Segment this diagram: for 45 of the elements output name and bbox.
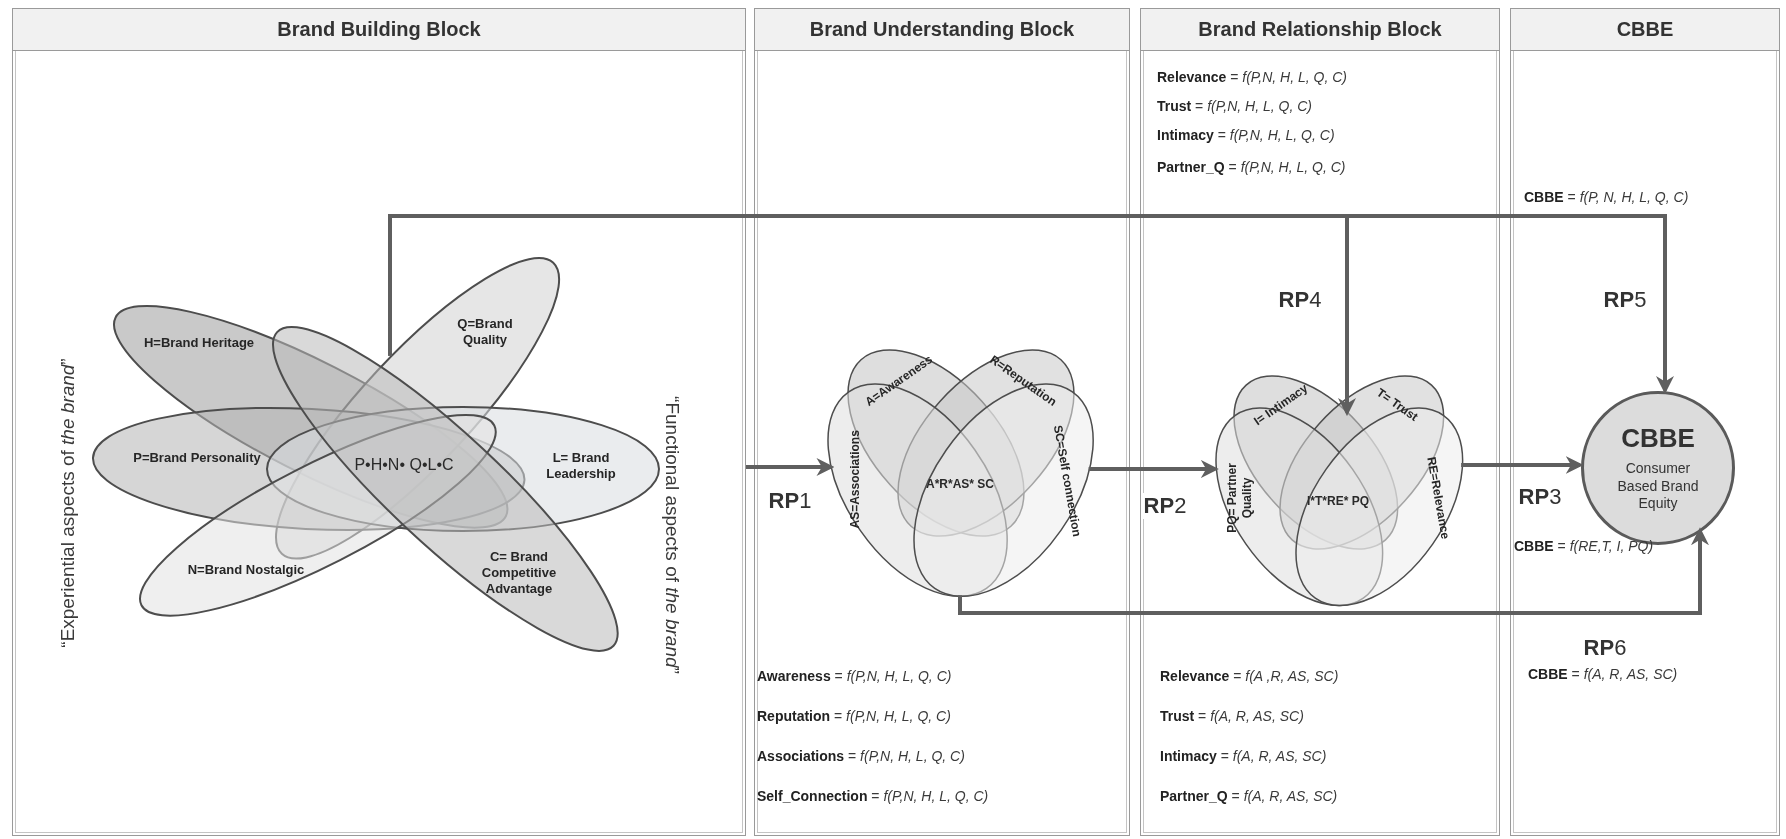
side-caption: “Functional aspects of the brand” — [663, 396, 681, 674]
formula-text: Awareness = f(P,N, H, L, Q, C) — [757, 667, 952, 685]
formula-text: Reputation = f(P,N, H, L, Q, C) — [757, 707, 951, 725]
arrow — [388, 214, 1674, 394]
formula-text: CBBE = f(RE,T, I, PQ) — [1514, 537, 1654, 555]
venn-ellipse — [265, 405, 661, 533]
formula-text: CBBE = f(A, R, AS, SC) — [1528, 665, 1678, 683]
panel-heading: Brand Understanding Block — [755, 9, 1129, 51]
ellipse-label: P=Brand Personality — [133, 449, 261, 467]
panel-heading: Brand Building Block — [13, 9, 745, 51]
panel — [12, 8, 746, 836]
formula-text: Trust = f(A, R, AS, SC) — [1160, 707, 1304, 725]
intersection-label: P•H•N• Q•L•C — [354, 456, 454, 474]
ellipse-label: H=Brand Heritage — [143, 334, 255, 352]
arrow — [1088, 460, 1219, 478]
intersection-label: A*R*AS* SC — [926, 477, 994, 491]
panel-heading: Brand Relationship Block — [1141, 9, 1499, 51]
formula-text: Partner_Q = f(A, R, AS, SC) — [1160, 787, 1338, 805]
formula-text: Partner_Q = f(P,N, H, L, Q, C) — [1157, 158, 1346, 176]
circle-title: CBBE — [1621, 423, 1695, 455]
formula-text: Relevance = f(A ,R, AS, SC) — [1160, 667, 1339, 685]
panel — [754, 8, 1130, 836]
formula-text: Associations = f(P,N, H, L, Q, C) — [757, 747, 965, 765]
arrow — [746, 458, 835, 476]
formula-text: Intimacy = f(A, R, AS, SC) — [1160, 747, 1327, 765]
formula-text: Relevance = f(P,N, H, L, Q, C) — [1157, 68, 1347, 86]
formula-text: Trust = f(P,N, H, L, Q, C) — [1157, 97, 1312, 115]
ellipse-label: Q=Brand Quality — [456, 315, 514, 349]
arrow — [1461, 456, 1584, 474]
formula-text: CBBE = f(P, N, H, L, Q, C) — [1524, 188, 1689, 206]
circle-text: Consumer Based Brand Equity — [1616, 460, 1700, 513]
panel-heading: CBBE — [1511, 9, 1779, 51]
arrow — [958, 527, 1709, 615]
edge-label: RP2 — [1141, 493, 1189, 519]
formula-text: Intimacy = f(P,N, H, L, Q, C) — [1157, 126, 1335, 144]
ellipse-label: C= Brand Competitive Advantage — [480, 548, 558, 598]
formula-text: Self_Connection = f(P,N, H, L, Q, C) — [757, 787, 989, 805]
ellipse-label: L= Brand Leadership — [545, 449, 617, 483]
side-caption: “Experiential aspects of the brand” — [59, 358, 77, 648]
ellipse-label: N=Brand Nostalgic — [187, 561, 305, 579]
ellipse-label: PQ= Partner Quality — [1225, 462, 1256, 536]
ellipse-label: SC=Self connection — [1049, 424, 1085, 538]
intersection-label: I*T*RE* PQ — [1307, 494, 1369, 508]
panel — [1140, 8, 1500, 836]
panel — [1510, 8, 1780, 836]
